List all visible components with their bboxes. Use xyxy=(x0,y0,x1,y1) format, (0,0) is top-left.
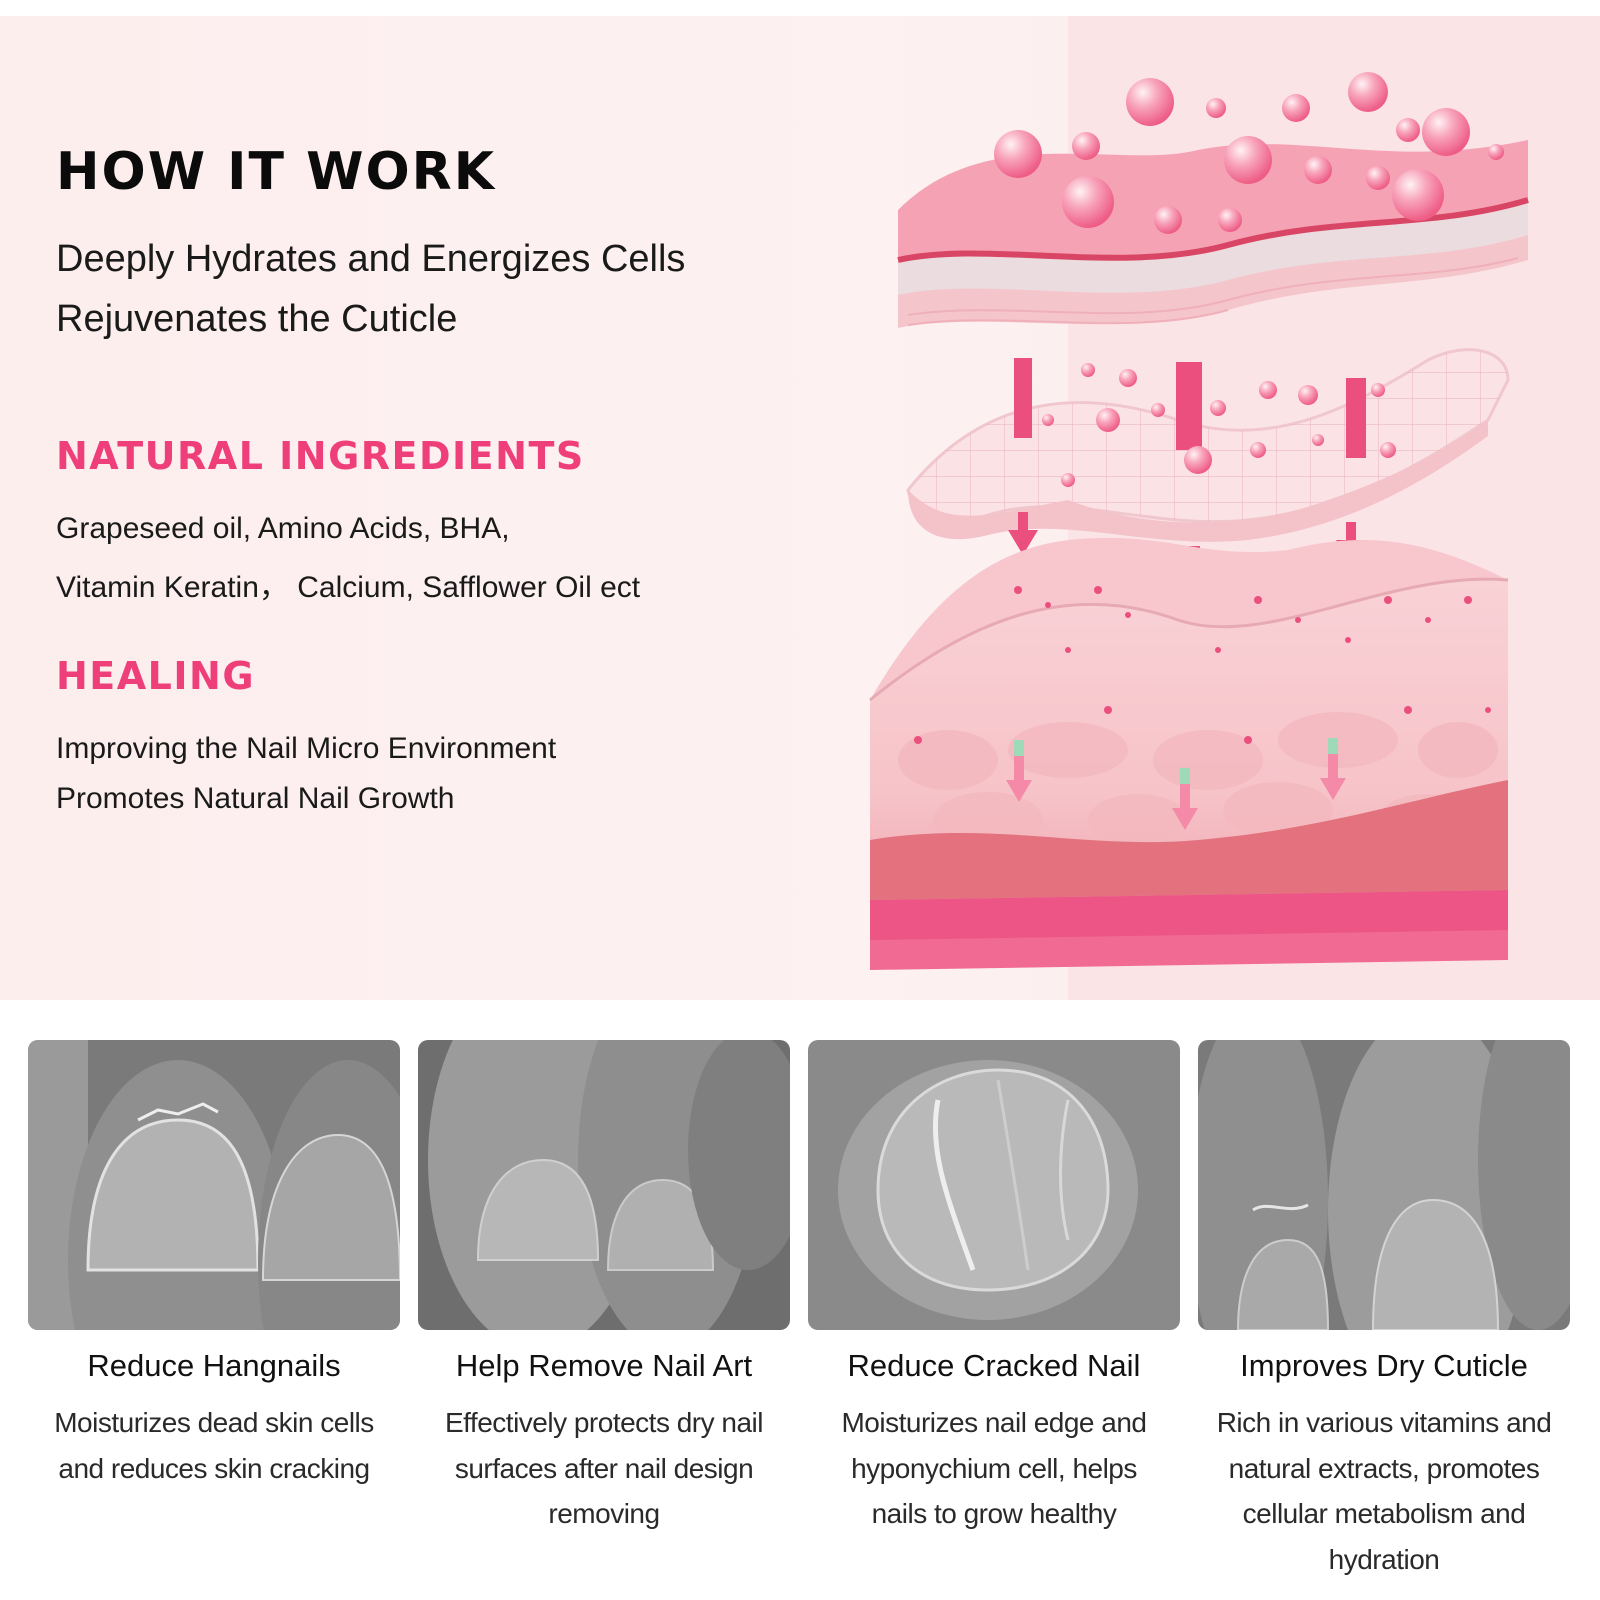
benefit-title-4: Improves Dry Cuticle xyxy=(1240,1348,1528,1383)
benefit-desc-1-line-1: Moisturizes dead skin cells xyxy=(54,1407,374,1438)
healing-heading: HEALING xyxy=(56,654,256,698)
subtitle-line-2: Rejuvenates the Cuticle xyxy=(56,298,458,340)
benefit-desc-4: Rich in various vitamins and natural ext… xyxy=(1189,1400,1579,1582)
benefit-desc-2-line-1: Effectively protects dry nail xyxy=(444,1407,764,1438)
benefit-desc-3-line-3: nails to grow healthy xyxy=(871,1498,1117,1529)
subtitle-line-1: Deeply Hydrates and Energizes Cells xyxy=(56,238,686,280)
page-title: HOW IT WORK xyxy=(56,142,497,202)
skin-layers-icon xyxy=(869,72,1529,970)
nail-photo-dry-cuticle xyxy=(1198,1040,1570,1330)
benefit-desc-1: Moisturizes dead skin cells and reduces … xyxy=(19,1400,409,1491)
nail-photo-cracked-icon xyxy=(808,1040,1180,1330)
nail-photo-nail-art-icon xyxy=(418,1040,790,1330)
healing-line-1: Improving the Nail Micro Environment xyxy=(56,732,557,765)
ingredients-line-2: Vitamin Keratin， Calcium, Safflower Oil … xyxy=(56,571,641,604)
benefit-desc-2-line-3: removing xyxy=(548,1498,660,1529)
benefit-desc-4-line-3: cellular metabolism and xyxy=(1242,1498,1526,1529)
benefit-desc-4-line-2: natural extracts, promotes xyxy=(1228,1452,1540,1484)
benefit-desc-3: Moisturizes nail edge and hyponychium ce… xyxy=(799,1400,1189,1537)
benefit-desc-4-line-4: hydration xyxy=(1328,1543,1440,1575)
skin-layers-illustration xyxy=(868,60,1568,990)
benefit-title-1: Reduce Hangnails xyxy=(87,1348,341,1383)
ingredients-heading: NATURAL INGREDIENTS xyxy=(56,434,585,478)
benefit-desc-2-line-2: surfaces after nail design xyxy=(454,1452,754,1484)
benefit-desc-3-line-2: hyponychium cell, helps xyxy=(851,1452,1137,1484)
nail-photo-hangnail xyxy=(28,1040,400,1330)
benefit-title-2: Help Remove Nail Art xyxy=(455,1348,753,1383)
benefit-title-3: Reduce Cracked Nail xyxy=(847,1348,1141,1383)
benefit-desc-3-line-1: Moisturizes nail edge and xyxy=(841,1407,1147,1438)
benefit-desc-4-line-1: Rich in various vitamins and xyxy=(1216,1407,1552,1438)
nail-photo-nail-art xyxy=(418,1040,790,1330)
nail-photo-dry-cuticle-icon xyxy=(1198,1040,1570,1330)
benefit-desc-1-line-2: and reduces skin cracking xyxy=(58,1452,370,1484)
nail-photo-cracked xyxy=(808,1040,1180,1330)
healing-line-2: Promotes Natural Nail Growth xyxy=(56,782,455,815)
benefit-desc-2: Effectively protects dry nail surfaces a… xyxy=(409,1400,799,1537)
ingredients-line-1: Grapeseed oil, Amino Acids, BHA, xyxy=(56,512,510,545)
nail-photo-hangnail-icon xyxy=(28,1040,400,1330)
